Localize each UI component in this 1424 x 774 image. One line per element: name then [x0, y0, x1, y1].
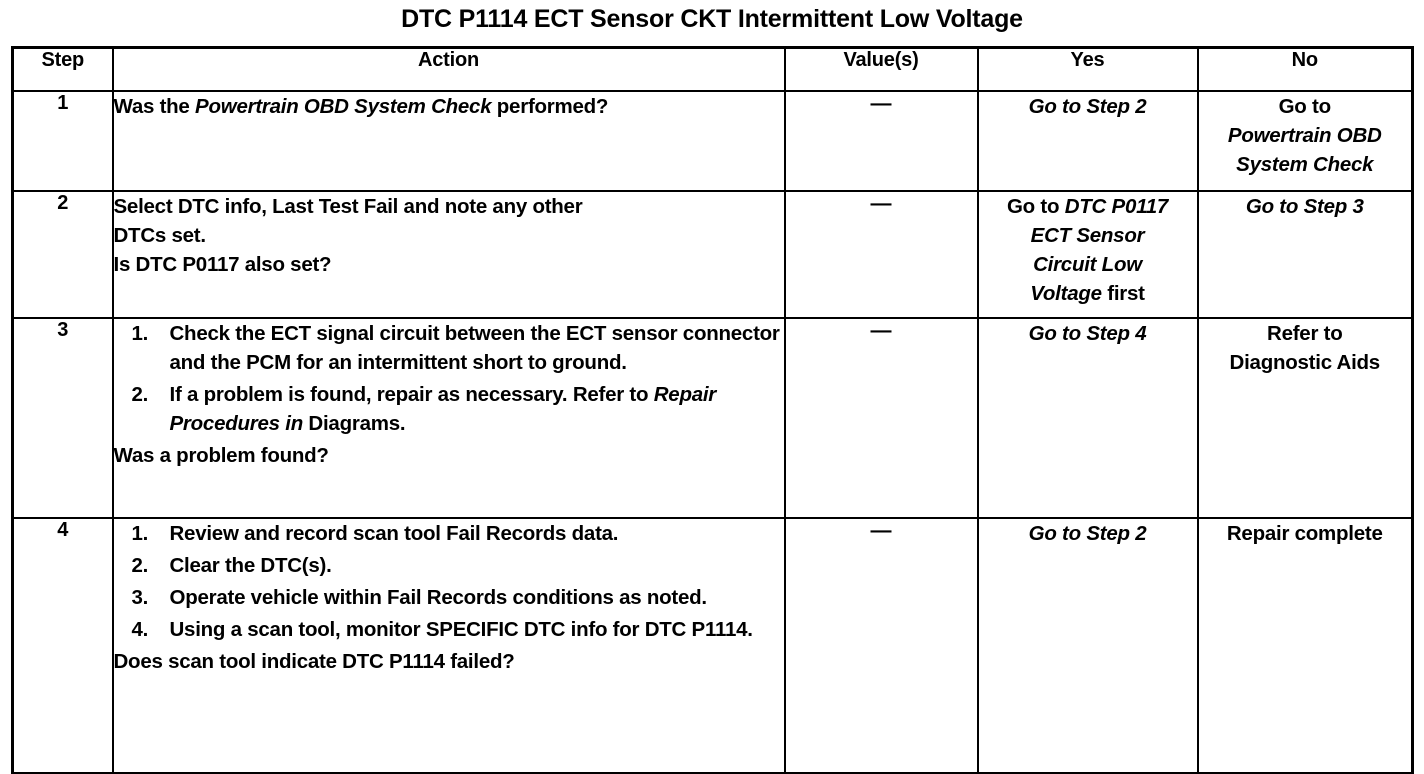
- action-text-lead: Was the: [113, 95, 196, 118]
- header-row: Step Action Value(s) Yes No: [11, 46, 1414, 92]
- list-item: 2. Clear the DTC(s).: [114, 551, 784, 580]
- step-number: 4: [11, 517, 114, 774]
- yes-branch-ref-2: ECT Sensor: [1030, 224, 1145, 247]
- yes-branch-suffix: first: [1101, 282, 1145, 305]
- value-cell: —: [783, 517, 979, 774]
- action-cell: 1. Review and record scan tool Fail Reco…: [111, 517, 786, 774]
- list-item-text: Check the ECT signal circuit between the…: [169, 322, 780, 374]
- action-cell: 1. Check the ECT signal circuit between …: [111, 317, 786, 519]
- list-item-text: Review and record scan tool Fail Records…: [169, 522, 619, 545]
- list-item-text-post: Diagrams.: [302, 412, 406, 435]
- value-cell: —: [783, 190, 979, 319]
- yes-branch-ref-1: DTC P0117: [1064, 195, 1169, 218]
- yes-branch-line-1: Go to DTC P0117: [979, 192, 1197, 221]
- no-branch-line-1: Refer to: [1267, 322, 1343, 345]
- value-cell: —: [783, 317, 979, 519]
- no-branch-cell: Repair complete: [1196, 517, 1414, 774]
- no-branch-line-1: Go to: [1278, 95, 1332, 118]
- no-branch-cell: Go to Powertrain OBD System Check: [1196, 90, 1414, 192]
- yes-branch-cell: Go to Step 2: [976, 517, 1199, 774]
- value-cell: —: [783, 90, 979, 192]
- column-header-step: Step: [11, 46, 114, 92]
- list-item-text: Clear the DTC(s).: [169, 554, 332, 577]
- dtc-diagnostic-table: Step Action Value(s) Yes No 1 Was the Po…: [11, 46, 1414, 774]
- action-question: Does scan tool indicate DTC P1114 failed…: [113, 650, 515, 673]
- no-branch-line-2: Diagnostic Aids: [1229, 351, 1381, 374]
- list-item: 1. Check the ECT signal circuit between …: [114, 319, 784, 377]
- yes-branch-line-4: Voltage first: [979, 279, 1197, 308]
- action-cell: Select DTC info, Last Test Fail and note…: [111, 190, 786, 319]
- no-branch-line-2: Powertrain OBD: [1227, 124, 1382, 147]
- action-step-list: 1. Review and record scan tool Fail Reco…: [114, 519, 784, 644]
- yes-branch-cell: Go to Step 4: [976, 317, 1199, 519]
- action-question: Was a problem found?: [113, 444, 329, 467]
- no-branch-cell: Go to Step 3: [1196, 190, 1414, 319]
- list-item-number: 1.: [131, 522, 149, 545]
- action-cell: Was the Powertrain OBD System Check perf…: [111, 90, 786, 192]
- list-item-text: Operate vehicle within Fail Records cond…: [169, 586, 708, 609]
- list-item-number: 4.: [131, 618, 149, 641]
- step-number: 2: [11, 190, 114, 319]
- yes-branch-line-1: Go to Step 4: [1028, 322, 1147, 345]
- no-branch-line-1: Repair complete: [1226, 522, 1383, 545]
- action-question: Is DTC P0117 also set?: [113, 253, 332, 276]
- yes-branch-line: Go to Step 2: [1028, 95, 1147, 118]
- table-header: Step Action Value(s) Yes No: [11, 46, 1414, 92]
- list-item: 2. If a problem is found, repair as nece…: [114, 380, 784, 438]
- no-branch-line-1: Go to Step 3: [1245, 195, 1364, 218]
- list-item-number: 2.: [131, 554, 149, 577]
- step-number: 3: [11, 317, 114, 519]
- page-title: DTC P1114 ECT Sensor CKT Intermittent Lo…: [401, 5, 1023, 33]
- list-item-text: Using a scan tool, monitor SPECIFIC DTC …: [169, 618, 754, 641]
- yes-branch-prefix: Go to: [1006, 195, 1065, 218]
- list-item: 4. Using a scan tool, monitor SPECIFIC D…: [114, 615, 784, 644]
- list-item-number: 1.: [131, 322, 149, 345]
- column-header-value: Value(s): [783, 46, 979, 92]
- action-text-tail: performed?: [491, 95, 609, 118]
- action-line-2: DTCs set.: [113, 224, 207, 247]
- yes-branch-cell: Go to Step 2: [976, 90, 1199, 192]
- yes-branch-ref-4: Voltage: [1030, 282, 1102, 305]
- column-header-action: Action: [111, 46, 786, 92]
- table-row: 3 1. Check the ECT signal circuit betwee…: [11, 317, 1414, 519]
- action-text-italic: Powertrain OBD System Check: [195, 95, 492, 118]
- action-step-list: 1. Check the ECT signal circuit between …: [114, 319, 784, 438]
- list-item-text-pre: If a problem is found, repair as necessa…: [169, 383, 654, 406]
- step-number: 1: [11, 90, 114, 192]
- table-row: 4 1. Review and record scan tool Fail Re…: [11, 517, 1414, 774]
- action-line-1: Select DTC info, Last Test Fail and note…: [113, 195, 583, 218]
- yes-branch-cell: Go to DTC P0117 ECT Sensor Circuit Low V…: [976, 190, 1199, 319]
- column-header-yes: Yes: [976, 46, 1199, 92]
- yes-branch-line-1: Go to Step 2: [1028, 522, 1147, 545]
- list-item-text-italic: Repair Procedures in: [169, 383, 717, 435]
- table-row: 2 Select DTC info, Last Test Fail and no…: [11, 190, 1414, 319]
- list-item: 3. Operate vehicle within Fail Records c…: [114, 583, 784, 612]
- no-branch-line-3: System Check: [1236, 153, 1374, 176]
- list-item: 1. Review and record scan tool Fail Reco…: [114, 519, 784, 548]
- no-branch-cell: Refer to Diagnostic Aids: [1196, 317, 1414, 519]
- list-item-number: 2.: [131, 383, 149, 406]
- column-header-no: No: [1196, 46, 1414, 92]
- yes-branch-ref-3: Circuit Low: [1033, 253, 1142, 276]
- list-item-number: 3.: [131, 586, 149, 609]
- table-row: 1 Was the Powertrain OBD System Check pe…: [11, 90, 1414, 192]
- action-question: Was the Powertrain OBD System Check perf…: [114, 92, 784, 121]
